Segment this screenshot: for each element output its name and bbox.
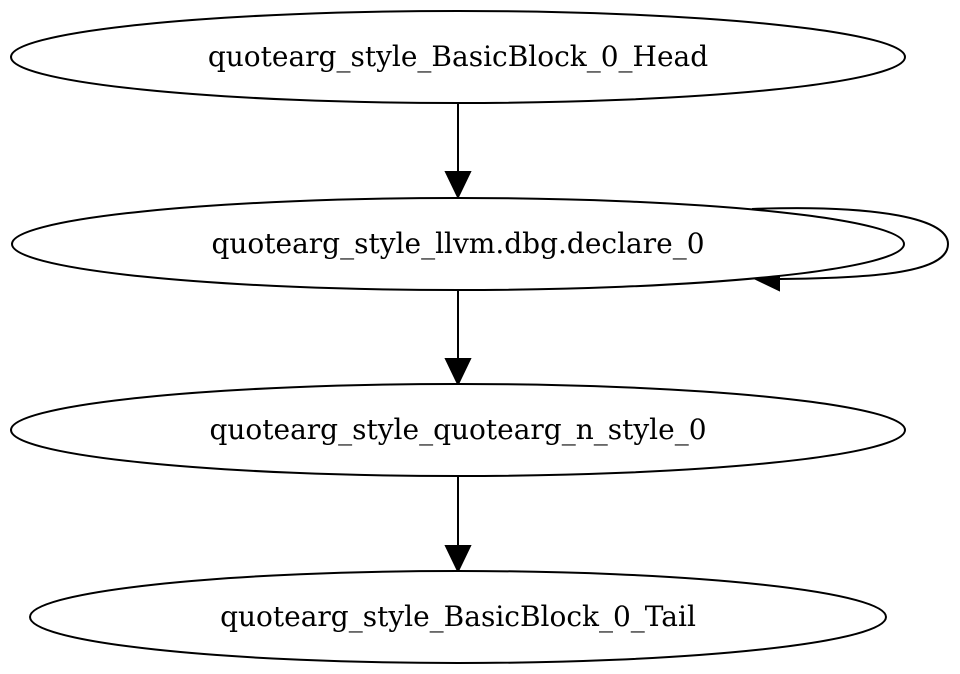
node-declare: quotearg_style_llvm.dbg.declare_0	[11, 197, 905, 291]
node-head: quotearg_style_BasicBlock_0_Head	[10, 10, 906, 104]
node-label: quotearg_style_quotearg_n_style_0	[209, 413, 706, 446]
arrowhead	[444, 358, 472, 387]
edges	[444, 103, 950, 574]
nodes: quotearg_style_BasicBlock_0_Head quotear…	[10, 10, 906, 664]
node-label: quotearg_style_llvm.dbg.declare_0	[211, 227, 704, 260]
arrowhead	[444, 545, 472, 574]
node-nstyle: quotearg_style_quotearg_n_style_0	[10, 383, 906, 477]
node-tail: quotearg_style_BasicBlock_0_Tail	[29, 570, 887, 664]
node-label: quotearg_style_BasicBlock_0_Tail	[220, 600, 696, 633]
node-label: quotearg_style_BasicBlock_0_Head	[208, 40, 708, 73]
edge-head-to-declare	[444, 103, 472, 200]
arrowhead	[444, 171, 472, 200]
edge-nstyle-to-tail	[444, 476, 472, 574]
edge-declare-to-nstyle	[444, 290, 472, 387]
